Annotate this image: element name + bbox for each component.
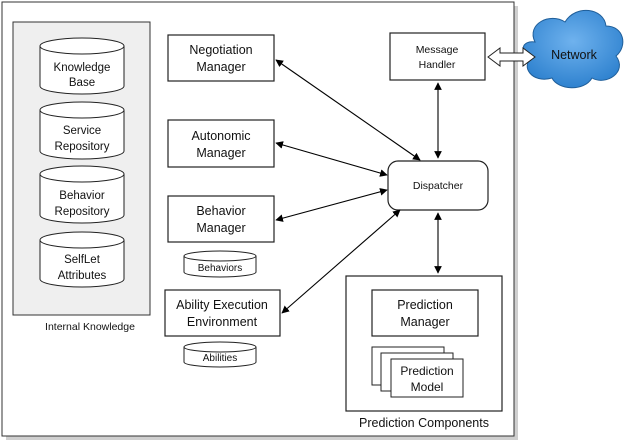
box-label-line1: Ability Execution [176,298,268,312]
autonomic-manager-box: Autonomic Manager [167,119,275,168]
box-label-line2: Manager [196,60,245,74]
abilities-store: Abilities [183,341,257,368]
box-label-line1: Autonomic [191,129,250,143]
store-label-line1: Service [63,125,101,137]
message-handler-box: Message Handler [389,32,486,81]
behaviors-label: Behaviors [198,263,242,274]
store-label-line2: Repository [55,206,110,218]
store-label-line1: SelfLet [64,254,101,266]
negotiation-dispatcher-connector [275,59,421,161]
network-cloud: Network [522,9,624,89]
model-label-line2: Model [411,380,444,394]
store-label-line2: Repository [55,141,110,153]
model-label-line1: Prediction [400,364,453,378]
behavior-manager-box: Behavior Manager [167,195,275,243]
box-label-line1: Behavior [196,204,245,218]
store-label-line2: Attributes [58,270,107,282]
network-connection-arrow [487,47,536,67]
service-repository-store: Service Repository [39,101,125,160]
box-label-line2: Manager [196,146,245,160]
behaviors-store: Behaviors [183,250,257,278]
selflet-attributes-store: SelfLet Attributes [39,231,125,288]
ability-dispatcher-connector [281,209,401,314]
ability-execution-environment-box: Ability Execution Environment [164,289,281,337]
prediction-manager-box: Prediction Manager [371,289,479,337]
negotiation-manager-box: Negotiation Manager [167,34,275,82]
box-label-line2: Handler [419,59,456,71]
network-label: Network [551,48,598,62]
store-label-line1: Knowledge [54,62,111,74]
dispatcher-label: Dispatcher [413,180,464,192]
abilities-label: Abilities [203,353,237,364]
box-label-line2: Environment [187,315,258,329]
internal-knowledge-label: Internal Knowledge [45,321,135,333]
box-label-line2: Manager [196,221,245,235]
behavior-repository-store: Behavior Repository [39,165,125,224]
knowledge-base-store: Knowledge Base [39,37,125,95]
store-label-line1: Behavior [59,190,105,202]
box-label-line1: Message [416,44,459,56]
prediction-model-stack: Prediction Model [371,346,464,398]
box-label-line1: Prediction [397,298,453,312]
dispatcher-box: Dispatcher [387,160,489,211]
store-label-line2: Base [69,77,95,89]
autonomic-dispatcher-connector [275,141,388,177]
box-label-line1: Negotiation [189,43,252,57]
prediction-components-label: Prediction Components [359,416,489,430]
box-label-line2: Manager [400,315,449,329]
